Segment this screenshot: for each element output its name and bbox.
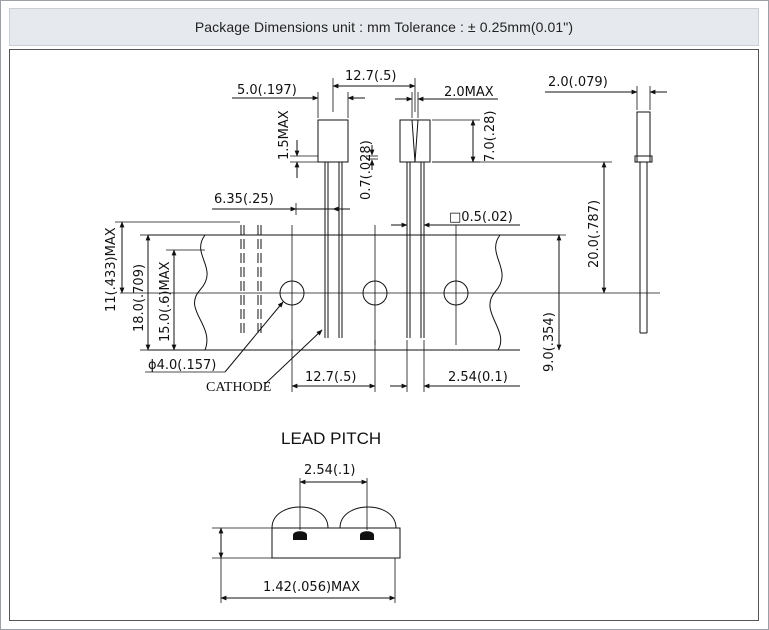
lead-pitch-value: 2.54(.1): [304, 463, 356, 478]
lead-dot-left: [293, 531, 307, 540]
dim-hole-dia: ϕ4.0(.157): [148, 358, 216, 373]
dim-hole-to-edge: 9.0(.354): [542, 312, 557, 372]
lead-pitch-height: 1.42(.056)MAX: [263, 580, 360, 595]
dim-tape-width-max: 11(.433)MAX: [104, 227, 119, 312]
cathode-label: CATHODE: [206, 380, 271, 395]
dim-flange-max: 1.5MAX: [277, 110, 292, 160]
dim-feed-pitch: 12.7(.5): [305, 370, 357, 385]
led-body-left: [317, 119, 349, 163]
lead-dot-right: [360, 531, 374, 540]
dim-side-width: 2.0(.079): [548, 75, 608, 90]
dim-body-height: 7.0(.28): [483, 111, 498, 163]
lead-pitch-title: LEAD PITCH: [281, 429, 381, 448]
dim-top-pitch: 12.7(.5): [345, 69, 397, 84]
dim-spacing: 6.35(.25): [214, 192, 274, 207]
header-bar: Package Dimensions unit : mm Tolerance :…: [9, 8, 759, 46]
dim-lead-pin: 0.7(.028): [359, 140, 374, 200]
dim-lead-spacing: 2.54(0.1): [448, 370, 508, 385]
lead-pitch-body: [271, 527, 401, 559]
drawing-border: [9, 49, 759, 621]
header-title: Package Dimensions unit : mm Tolerance :…: [194, 19, 574, 35]
led-side-body: [636, 111, 651, 163]
dim-lead-length: 20.0(.787): [587, 200, 602, 268]
dim-tape-inner-max: 15.0(.6)MAX: [158, 261, 173, 342]
dim-body-depth-max: 2.0MAX: [444, 85, 494, 100]
dim-lead-square: □0.5(.02): [449, 210, 513, 225]
dim-body-width: 5.0(.197): [237, 83, 297, 98]
dim-tape-total: 18.0(.709): [132, 264, 147, 332]
